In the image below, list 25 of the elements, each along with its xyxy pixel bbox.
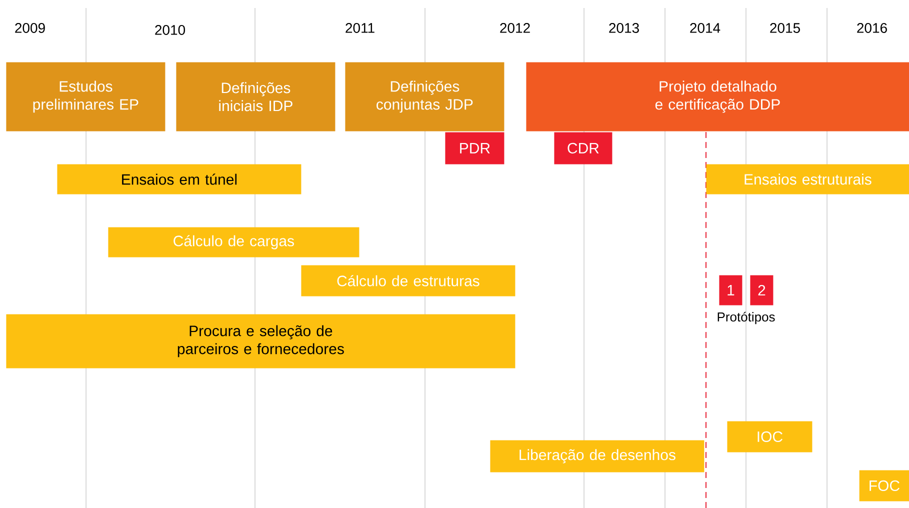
year-label: 2013 (609, 23, 639, 33)
year-label: 2015 (770, 23, 800, 33)
phase-bar: Cálculo de estruturas (301, 265, 516, 296)
phase-bar: Procura e seleção de parceiros e fornecedores (6, 314, 516, 368)
milestone-box: 2 (750, 275, 774, 306)
phase-bar: Definições iniciais IDP (176, 62, 336, 132)
milestone-box: 1 (719, 275, 742, 306)
phase-bar: FOC (859, 470, 909, 502)
year-label: 2014 (690, 23, 720, 33)
phase-bar: Definições conjuntas JDP (345, 62, 504, 132)
year-label: 2010 (155, 25, 186, 35)
phase-bar: Projeto detalhado e certificação DDP (526, 62, 909, 132)
prototype-label: Protótipos (718, 312, 775, 324)
phase-bar: Ensaios em túnel (57, 164, 302, 194)
year-label: 2011 (346, 23, 374, 33)
phase-bar: Estudos preliminares EP (6, 62, 166, 132)
milestone-box: CDR (554, 132, 612, 164)
year-label: 2012 (500, 23, 530, 33)
phase-bar: Liberação de desenhos (490, 440, 704, 472)
year-label: 2009 (15, 23, 45, 33)
milestone-box: PDR (445, 132, 504, 164)
year-label: 2016 (857, 23, 887, 33)
phase-bar: Cálculo de cargas (108, 227, 360, 258)
phase-bar: Ensaios estruturais (706, 164, 909, 194)
phase-bar: IOC (727, 421, 812, 452)
